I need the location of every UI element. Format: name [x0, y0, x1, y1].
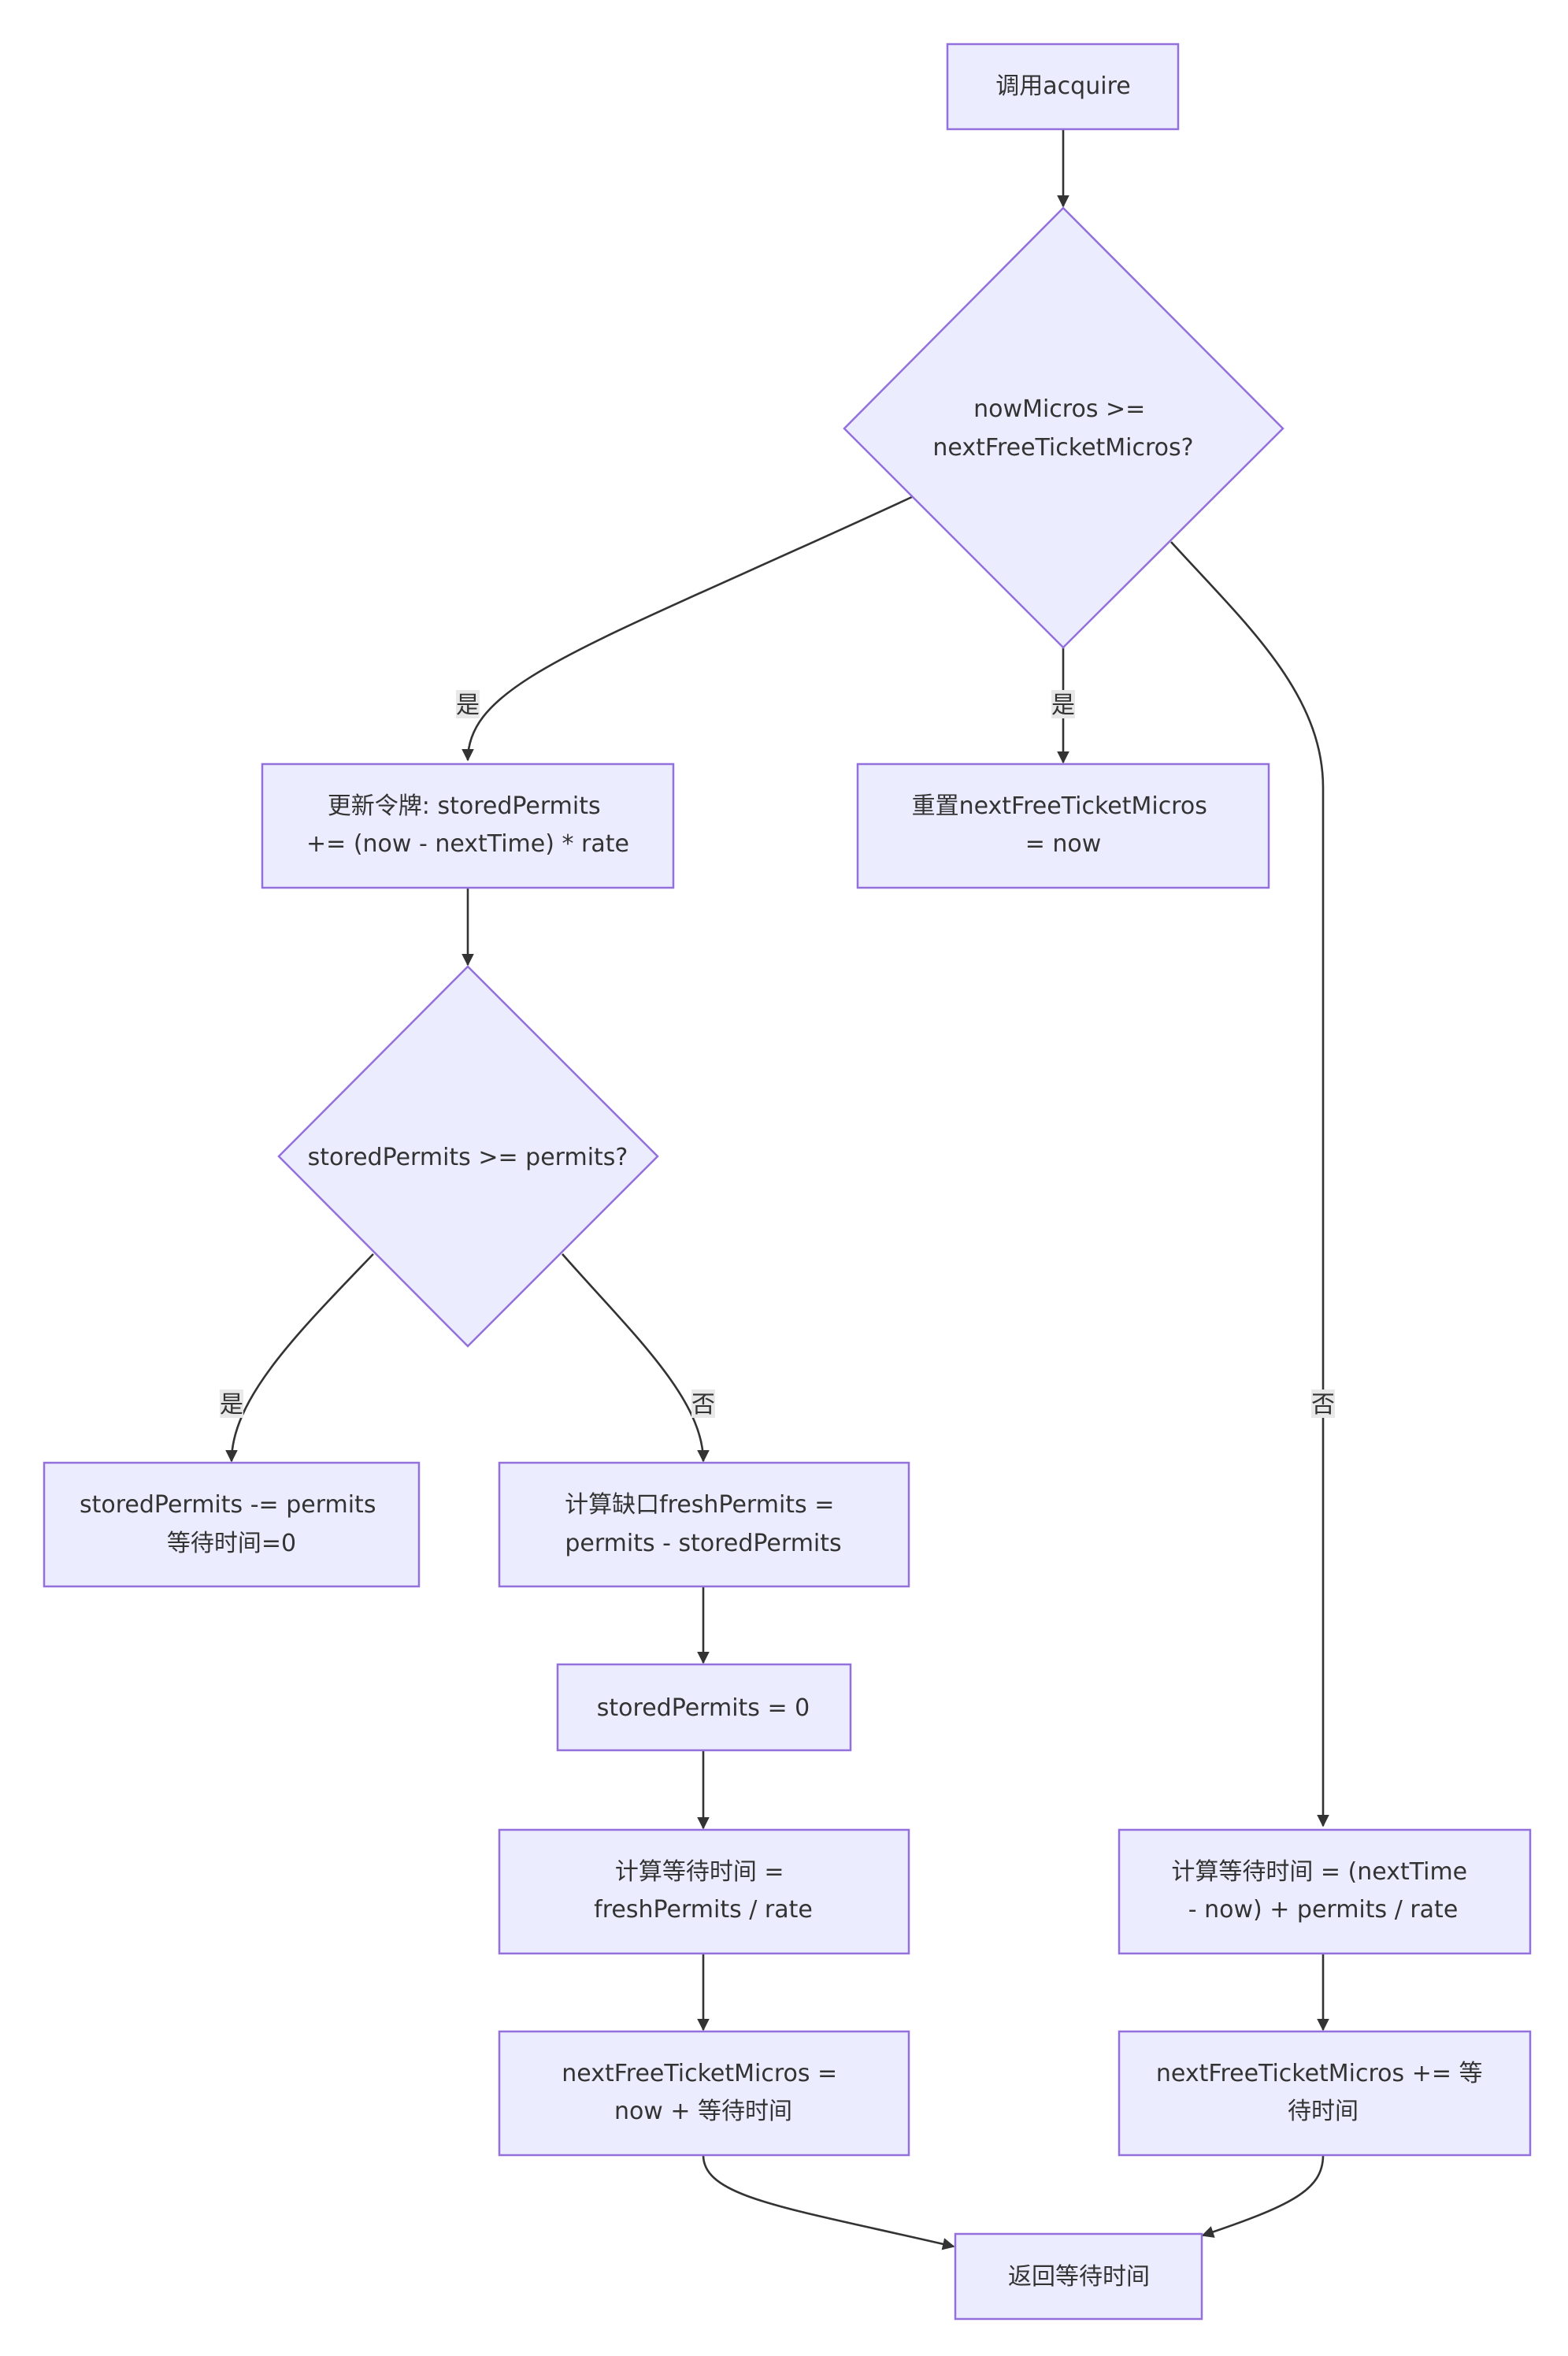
node-start-line1: 调用acquire [995, 72, 1130, 100]
node-zero-stored: storedPermits = 0 [556, 1663, 852, 1752]
node-calc-wait-fresh: 计算等待时间 = freshPermits / rate [498, 1828, 910, 1955]
edge-label-yes-left: 是 [456, 692, 480, 719]
edge-label-yes-middle: 是 [1051, 692, 1075, 719]
edge-check-time-no-to-future [1170, 541, 1329, 1827]
node-calc-fresh-line1: 计算缺口freshPermits = [565, 1491, 834, 1519]
svg-text:nowMicros >= nextFreeTic: nowMicros >= nextFreeTicketMicros? [932, 395, 1193, 462]
node-return-wait: 返回等待时间 [954, 2232, 1203, 2321]
node-check-permits-line1: storedPermits >= permits? [308, 1144, 628, 1171]
svg-text:计算等待时间 = (nextTime - now: 计算等待时间 = (nextTime - now) + permits / ra… [1171, 1858, 1474, 1924]
node-calc-wait-future-line1: 计算等待时间 = (nextTime [1171, 1858, 1467, 1886]
edge-label-yes-permits: 是 [220, 1391, 243, 1419]
svg-text:更新令牌: storedPermits += (: 更新令牌: storedPermits += (now - nextTime) … [306, 792, 629, 858]
svg-text:storedPermits = 0: storedPermits = 0 [597, 1694, 810, 1722]
node-consume-stored-line1: storedPermits -= permits [80, 1491, 376, 1519]
node-add-next-future-line2: 待时间 [1288, 2098, 1359, 2125]
node-set-next-fresh-line2: now + 等待时间 [614, 2098, 792, 2125]
node-set-next-fresh-line1: nextFreeTicketMicros = [562, 2060, 837, 2087]
svg-text:storedPermits -= permits: storedPermits -= permits 等待时间=0 [80, 1491, 384, 1557]
node-reset-next: 重置nextFreeTicketMicros = now [856, 762, 1270, 889]
svg-text:nextFreeTicketMicros += 等: nextFreeTicketMicros += 等 待时间 [1156, 2060, 1490, 2125]
svg-text:nextFreeTicketMicros = n: nextFreeTicketMicros = now + 等待时间 [562, 2060, 844, 2125]
node-check-time-line1: nowMicros >= [973, 395, 1145, 423]
node-calc-wait-future-line2: - now) + permits / rate [1188, 1896, 1459, 1924]
node-start: 调用acquire [946, 43, 1180, 131]
node-consume-stored: storedPermits -= permits 等待时间=0 [43, 1461, 421, 1588]
svg-text:storedPermits >= permits?: storedPermits >= permits? [308, 1144, 628, 1171]
edge-check-permits-yes-to-consume [225, 1253, 374, 1463]
node-calc-fresh: 计算缺口freshPermits = permits - storedPermi… [498, 1461, 910, 1588]
node-calc-wait-fresh-line1: 计算等待时间 = [615, 1858, 784, 1886]
node-return-wait-line1: 返回等待时间 [1008, 2263, 1150, 2291]
svg-text:计算等待时间 = freshPermits /: 计算等待时间 = freshPermits / rate [594, 1858, 813, 1924]
edges [225, 130, 1329, 2250]
node-set-next-fresh: nextFreeTicketMicros = now + 等待时间 [498, 2030, 910, 2157]
node-calc-wait-future: 计算等待时间 = (nextTime - now) + permits / ra… [1118, 1828, 1532, 1955]
node-update-tokens: 更新令牌: storedPermits += (now - nextTime) … [261, 762, 675, 889]
node-calc-fresh-line2: permits - storedPermits [565, 1530, 841, 1557]
svg-text:调用acquire: 调用acquire [995, 72, 1130, 100]
svg-text:重置nextFreeTicketMicros =: 重置nextFreeTicketMicros = now [912, 792, 1215, 858]
node-check-permits: storedPermits >= permits? [277, 965, 659, 1348]
edge-label-no-right: 否 [1311, 1391, 1335, 1419]
node-zero-stored-line1: storedPermits = 0 [597, 1694, 810, 1722]
svg-text:返回等待时间: 返回等待时间 [1008, 2263, 1150, 2291]
node-add-next-future-line1: nextFreeTicketMicros += 等 [1156, 2060, 1483, 2087]
node-update-tokens-line1: 更新令牌: storedPermits [328, 792, 601, 820]
node-check-time: nowMicros >= nextFreeTicketMicros? [843, 206, 1284, 649]
node-update-tokens-line2: += (now - nextTime) * rate [306, 830, 629, 858]
node-reset-next-line2: = now [1025, 830, 1102, 858]
node-check-time-line2: nextFreeTicketMicros? [932, 434, 1193, 462]
edge-check-time-yes-to-update [462, 495, 914, 762]
edge-labels: 是 是 否 是 否 [220, 690, 1335, 1419]
node-consume-stored-line2: 等待时间=0 [167, 1530, 296, 1557]
edge-label-no-permits: 否 [691, 1391, 715, 1419]
svg-text:计算缺口freshPermits = permi: 计算缺口freshPermits = permits - storedPermi… [565, 1491, 842, 1557]
edge-add-next-to-return [1201, 2154, 1325, 2238]
edge-check-permits-no-to-fresh [562, 1253, 710, 1463]
node-add-next-future: nextFreeTicketMicros += 等 待时间 [1118, 2030, 1532, 2157]
edge-set-next-to-return [702, 2154, 955, 2250]
node-reset-next-line1: 重置nextFreeTicketMicros [912, 792, 1207, 820]
node-calc-wait-fresh-line2: freshPermits / rate [594, 1896, 813, 1924]
